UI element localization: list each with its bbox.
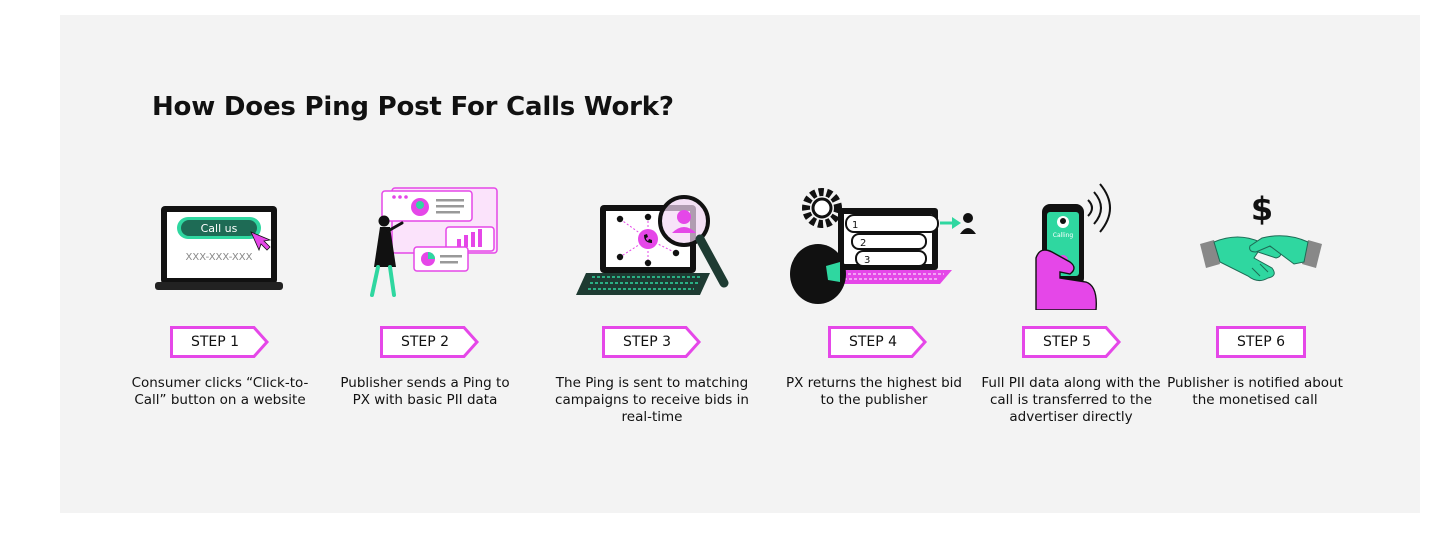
rank-3-label: 3 xyxy=(864,255,870,266)
phone-number-placeholder: XXX-XXX-XXX xyxy=(186,252,253,263)
ranked-bids-icon: 1 2 3 xyxy=(790,188,976,304)
rank-2-label: 2 xyxy=(860,238,866,249)
step-3-description: The Ping is sent to matching campaigns t… xyxy=(555,375,749,425)
content-panel xyxy=(60,15,1420,513)
step-5-label: STEP 5 xyxy=(1042,334,1092,350)
step-2-label: STEP 2 xyxy=(400,334,450,350)
step-arrow-shape xyxy=(380,326,480,358)
handshake-dollar-icon: $ xyxy=(1200,190,1322,282)
step-2-description: Publisher sends a Ping to PX with basic … xyxy=(340,375,510,408)
page-title: How Does Ping Post For Calls Work? xyxy=(152,92,674,122)
phone-status-text: Calling xyxy=(1053,232,1074,239)
step-arrow-shape xyxy=(828,326,928,358)
step-arrow-shape xyxy=(170,326,270,358)
phone-calling-icon: Calling xyxy=(1035,183,1111,310)
step-arrow-shape xyxy=(602,326,702,358)
step-3-label: STEP 3 xyxy=(622,334,672,350)
step-1-label: STEP 1 xyxy=(190,334,240,350)
step-6-label: STEP 6 xyxy=(1236,334,1286,350)
step-6-description: Publisher is notified about the monetise… xyxy=(1167,375,1343,408)
laptop-call-us-icon: Call us XXX-XXX-XXX xyxy=(155,206,283,290)
step-arrow-shape xyxy=(1022,326,1122,358)
publisher-dashboard-icon xyxy=(370,187,498,297)
step-box-shape xyxy=(1216,326,1306,358)
step-1-description: Consumer clicks “Click-to-Call” button o… xyxy=(131,375,309,408)
rank-1-label: 1 xyxy=(852,220,858,231)
step-5-description: Full PII data along with the call is tra… xyxy=(981,375,1161,425)
step-4-description: PX returns the highest bid to the publis… xyxy=(786,375,962,408)
dollar-symbol: $ xyxy=(1251,190,1273,228)
step-4-label: STEP 4 xyxy=(848,334,898,350)
laptop-magnifier-icon xyxy=(576,195,729,295)
call-us-button-text: Call us xyxy=(201,222,238,235)
